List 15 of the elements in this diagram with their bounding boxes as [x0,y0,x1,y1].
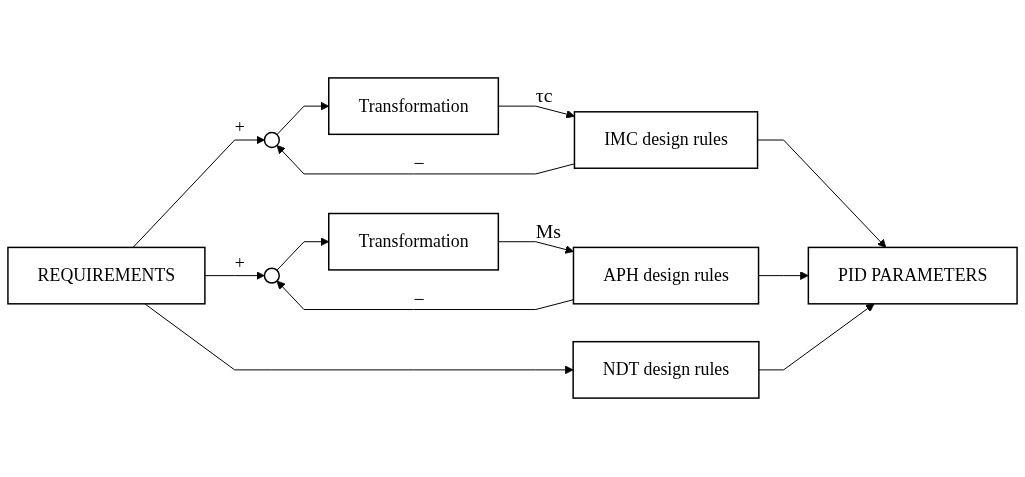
node-box: APH design rules [572,247,760,306]
node-box: NDT design rules [572,341,760,400]
node-box: IMC design rules [573,111,759,170]
edge-label: − [413,288,425,310]
node-box: Transformation [328,213,500,272]
edge-label: τc [535,84,553,107]
node-box: PID PARAMETERS [807,247,1018,306]
edge-label: Ms [535,220,562,243]
node-circle [263,267,280,285]
node-circle [263,132,280,149]
edge-label: + [234,253,245,274]
node-box: Transformation [328,77,500,136]
edge-label: + [234,117,245,138]
node-box: REQUIREMENTS [7,247,206,306]
edge-label: − [413,152,425,175]
